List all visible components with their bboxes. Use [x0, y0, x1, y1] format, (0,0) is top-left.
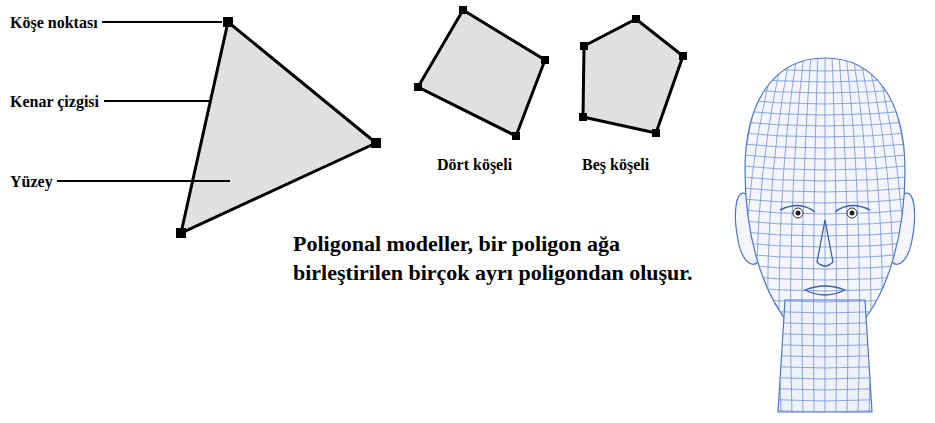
- vertex-point: [679, 52, 687, 60]
- triangle-polygon: [181, 22, 376, 233]
- mesh-line: [888, 55, 929, 415]
- description-text: Poligonal modeller, bir poligon ağa birl…: [293, 229, 733, 287]
- part-label: Yüzey: [10, 172, 53, 191]
- part-label: Kenar çizgisi: [10, 92, 99, 111]
- mesh-line: [853, 55, 871, 415]
- mesh-line: [874, 55, 906, 415]
- vertex-point: [459, 6, 467, 14]
- vertex-point: [652, 129, 660, 137]
- mesh-line: [722, 55, 763, 415]
- quad-polygon: [418, 10, 545, 136]
- leader-line: [102, 21, 222, 23]
- vertex-point: [541, 56, 549, 64]
- vertex-point: [512, 132, 520, 140]
- mesh-line: [867, 55, 894, 415]
- mesh-line: [839, 55, 848, 415]
- leader-line: [104, 100, 210, 102]
- vertex-point: [632, 15, 640, 23]
- shape-caption: Dört köşeli: [437, 155, 512, 174]
- part-label: Köşe noktası: [10, 13, 98, 32]
- mesh-line: [768, 55, 791, 415]
- vertex-point: [414, 83, 422, 91]
- vertex-point: [176, 228, 186, 238]
- vertex-point: [223, 17, 233, 27]
- mesh-line: [860, 55, 883, 415]
- mesh-line: [881, 55, 917, 415]
- vertex-point: [580, 42, 588, 50]
- vertex-point: [579, 113, 587, 121]
- mesh-line: [825, 55, 826, 415]
- mesh-line: [733, 55, 769, 415]
- mesh-line: [779, 55, 797, 415]
- pentagon-polygon: [583, 19, 683, 133]
- shape-caption: Beş köşeli: [582, 155, 649, 174]
- vertex-point: [371, 138, 381, 148]
- mesh-line: [802, 55, 811, 415]
- mesh-line: [814, 55, 819, 415]
- mesh-line: [832, 55, 837, 415]
- leader-line: [57, 180, 230, 182]
- wireframe-head: [722, 55, 929, 415]
- mesh-line: [846, 55, 860, 415]
